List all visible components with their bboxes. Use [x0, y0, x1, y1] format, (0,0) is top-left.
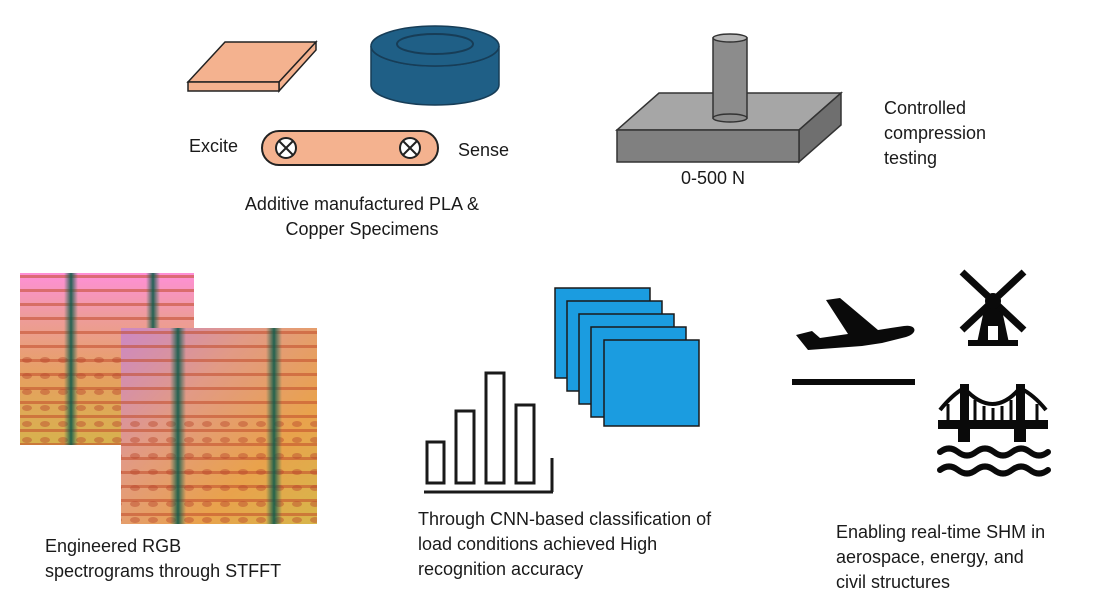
applications-caption-line: aerospace, energy, and — [836, 547, 1024, 567]
specimen-sensor-bar — [261, 130, 439, 166]
runway-line — [792, 379, 915, 385]
excite-port-icon — [275, 137, 297, 159]
cnn-caption: Through CNN-based classification of load… — [418, 507, 711, 582]
applications-caption-line: civil structures — [836, 572, 951, 592]
histogram-icon — [424, 371, 554, 494]
airplane-icon — [796, 298, 915, 350]
compression-rig — [615, 33, 843, 164]
cnn-feature-maps — [554, 287, 700, 427]
compression-caption-line: testing — [884, 148, 938, 168]
spectrogram-caption: Engineered RGB spectrograms through STFF… — [45, 534, 281, 584]
compression-caption-line: compression — [884, 123, 987, 143]
compression-caption: Controlled compression testing — [884, 96, 986, 171]
cnn-caption-line: load conditions achieved High — [418, 534, 658, 554]
excite-label: Excite — [189, 136, 239, 156]
sense-label: Sense — [458, 140, 510, 160]
water-waves-icon — [937, 445, 1051, 477]
spectrogram-caption-line: Engineered RGB — [45, 536, 182, 556]
applications-caption: Enabling real-time SHM in aerospace, ene… — [836, 520, 1045, 595]
cnn-caption-line: Through CNN-based classification of — [418, 509, 712, 529]
compression-caption-line: Controlled — [884, 98, 967, 118]
cnn-caption-line: recognition accuracy — [418, 559, 584, 579]
pla-plate — [186, 40, 318, 93]
specimens-caption: Additive manufactured PLA & Copper Speci… — [218, 192, 506, 242]
applications-caption-line: Enabling real-time SHM in — [836, 522, 1046, 542]
spectrogram-caption-line: spectrograms through STFFT — [45, 561, 282, 581]
force-range-label: 0-500 N — [681, 168, 746, 188]
spectrogram-front — [121, 328, 317, 524]
sense-port-icon — [399, 137, 421, 159]
copper-ring-coil — [370, 25, 500, 106]
bridge-icon — [938, 384, 1048, 442]
specimens-caption-line: Copper Specimens — [285, 219, 439, 239]
specimens-caption-line: Additive manufactured PLA & — [244, 194, 480, 214]
windmill-icon — [959, 269, 1027, 346]
